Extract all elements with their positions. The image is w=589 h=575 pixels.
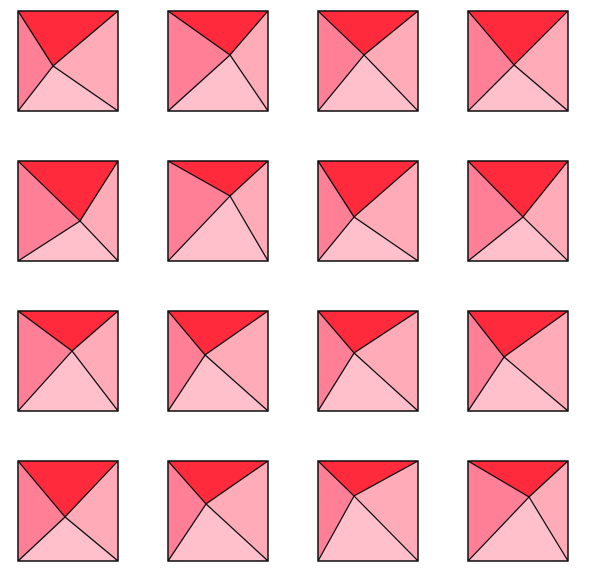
pyramid-tile	[467, 310, 569, 412]
tile-frame	[167, 160, 269, 262]
pyramid-tile	[17, 310, 119, 412]
pyramid-tile	[467, 10, 569, 112]
tile-frame	[167, 460, 269, 562]
pyramid-tile	[317, 460, 419, 562]
tile-frame	[167, 310, 269, 412]
pyramid-tile	[17, 460, 119, 562]
pyramid-tile	[17, 10, 119, 112]
pyramid-tile	[317, 310, 419, 412]
tile-frame	[17, 10, 119, 112]
tile-frame	[317, 460, 419, 562]
pyramid-tile	[467, 460, 569, 562]
tile-frame	[317, 310, 419, 412]
tile-frame	[467, 160, 569, 262]
tile-frame	[17, 160, 119, 262]
pyramid-tile	[317, 160, 419, 262]
tile-frame	[467, 310, 569, 412]
tile-frame	[167, 10, 269, 112]
tile-frame	[17, 460, 119, 562]
pyramid-tile	[17, 160, 119, 262]
pyramid-tile	[317, 10, 419, 112]
tile-frame	[467, 460, 569, 562]
pyramid-tile	[167, 10, 269, 112]
pyramid-tile	[167, 310, 269, 412]
tile-frame	[467, 10, 569, 112]
pyramid-tile	[167, 160, 269, 262]
pyramid-tile	[167, 460, 269, 562]
tile-frame	[317, 160, 419, 262]
tile-frame	[17, 310, 119, 412]
pyramid-tile	[467, 160, 569, 262]
tile-frame	[317, 10, 419, 112]
